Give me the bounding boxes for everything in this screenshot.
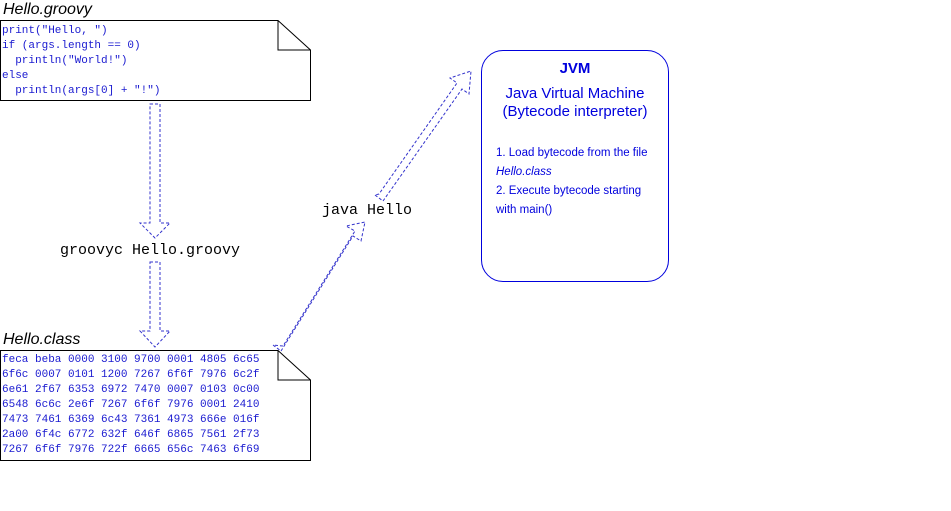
- bytecode-line: 6548 6c6c 2e6f 7267 6f6f 7976 0001 2410: [2, 399, 260, 411]
- jvm-step-1-text: 1. Load bytecode from the file: [496, 147, 648, 159]
- source-code-line: else: [2, 70, 29, 82]
- source-code-line: if (args.length == 0): [2, 40, 141, 52]
- source-file-fold: [277, 20, 311, 51]
- bytecode-line: 7267 6f6f 7976 722f 6665 656c 7463 6f69: [2, 444, 260, 456]
- source-file-title: Hello.groovy: [3, 1, 92, 18]
- jvm-title: JVM: [559, 60, 591, 77]
- source-code-block: print("Hello, ") if (args.length == 0) p…: [2, 24, 302, 99]
- bytecode-line: feca beba 0000 3100 9700 0001 4805 6c65: [2, 354, 260, 366]
- jvm-step-1-file: Hello.class: [496, 166, 552, 178]
- compile-arrow-top: [138, 103, 172, 239]
- source-code-line: print("Hello, "): [2, 25, 108, 37]
- jvm-step-2: 2. Execute bytecode starting with main(): [496, 185, 642, 216]
- class-file-title: Hello.class: [3, 331, 81, 348]
- jvm-box: [481, 50, 669, 282]
- jvm-steps: 1. Load bytecode from the file Hello.cla…: [496, 144, 664, 220]
- source-file-note: [0, 20, 311, 101]
- bytecode-line: 7473 7461 6369 6c43 7361 4973 666e 016f: [2, 414, 260, 426]
- compile-arrow-bottom: [138, 261, 172, 348]
- jvm-subtitle: Java Virtual Machine (Bytecode interpret…: [481, 85, 669, 121]
- source-code-line: println(args[0] + "!"): [2, 85, 161, 97]
- jvm-step-1: 1. Load bytecode from the file Hello.cla…: [496, 144, 664, 182]
- jvm-subtitle-line: Java Virtual Machine: [505, 85, 645, 102]
- bytecode-line: 6e61 2f67 6353 6972 7470 0007 0103 0c00: [2, 384, 260, 396]
- class-file-note: [0, 350, 311, 461]
- bytecode-line: 6f6c 0007 0101 1200 7267 6f6f 7976 6c2f: [2, 369, 260, 381]
- jvm-subtitle-line: (Bytecode interpreter): [502, 103, 648, 120]
- source-code-line: println("World!"): [2, 55, 128, 67]
- run-command-label: java Hello: [322, 202, 413, 219]
- run-arrow-lower: [271, 221, 366, 352]
- bytecode-block: feca beba 0000 3100 9700 0001 4805 6c65 …: [2, 353, 309, 459]
- compile-command-label: groovyc Hello.groovy: [60, 242, 241, 259]
- class-file-fold: [277, 350, 311, 381]
- bytecode-line: 2a00 6f4c 6772 632f 646f 6865 7561 2f73: [2, 429, 260, 441]
- run-arrow-upper: [373, 70, 472, 202]
